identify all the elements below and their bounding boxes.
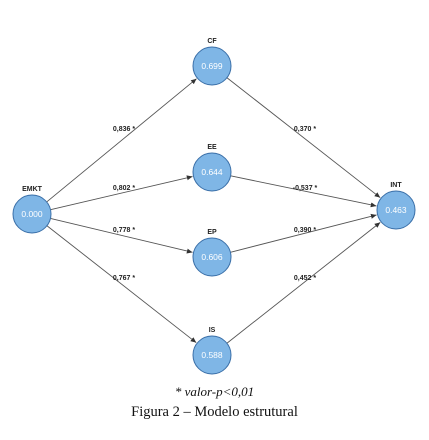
node-circle-ep: [192, 237, 232, 277]
path-arrow-is-int: [226, 222, 381, 344]
node-circle-emkt: [12, 194, 52, 234]
path-coefficient-ep-int: 0,390 *: [294, 227, 316, 234]
path-arrow-emkt-is: [46, 225, 197, 344]
node-label-emkt: EMKT: [22, 186, 43, 193]
node-ee: EE 0.644: [192, 144, 232, 192]
path-arrow-cf-int: [226, 77, 381, 199]
node-value-is: 0.588: [201, 350, 223, 360]
path-coefficient-cf-int: 0,370 *: [294, 126, 316, 133]
path-coefficient-emkt-ep: 0,778 *: [113, 227, 135, 234]
node-circle-is: [192, 335, 232, 375]
node-label-int: INT: [390, 182, 402, 189]
node-emkt: EMKT 0.000: [12, 186, 52, 234]
node-value-int: 0.463: [385, 205, 407, 215]
path-arrow-emkt-cf: [46, 78, 197, 203]
node-value-ep: 0.606: [201, 252, 223, 262]
path-coefficient-ee-int: -0,537 *: [293, 185, 318, 192]
node-label-ee: EE: [207, 144, 217, 151]
node-label-is: IS: [209, 327, 216, 334]
node-circle-int: [376, 190, 416, 230]
path-coefficient-emkt-cf: 0,836 *: [113, 126, 135, 133]
node-circle-ee: [192, 152, 232, 192]
path-coefficient-emkt-is: 0,767 *: [113, 275, 135, 282]
node-ep: EP 0.606: [192, 229, 232, 277]
path-arrow-ee-int: [230, 175, 377, 208]
node-value-emkt: 0.000: [21, 209, 43, 219]
node-label-ep: EP: [207, 229, 217, 236]
figure-caption: Figura 2 – Modelo estrutural: [131, 404, 298, 420]
node-is: IS 0.588: [192, 327, 232, 375]
path-arrow-emkt-ep: [50, 217, 193, 254]
path-diagram: 0,836 * 0,802 * 0,778 * 0,767 * 0,370 * -0,53…: [12, 38, 416, 375]
significance-note: * valor-p<0,01: [174, 384, 255, 399]
node-label-cf: CF: [207, 38, 217, 45]
path-coefficient-is-int: 0,452 *: [294, 275, 316, 282]
node-value-ee: 0.644: [201, 167, 223, 177]
path-arrow-ep-int: [230, 213, 377, 253]
node-circle-cf: [192, 46, 232, 86]
node-value-cf: 0.699: [201, 61, 223, 71]
node-int: INT 0.463: [376, 182, 416, 230]
path-coefficient-emkt-ee: 0,802 *: [113, 185, 135, 192]
node-cf: CF 0.699: [192, 38, 232, 86]
path-arrow-emkt-ee: [50, 175, 193, 211]
